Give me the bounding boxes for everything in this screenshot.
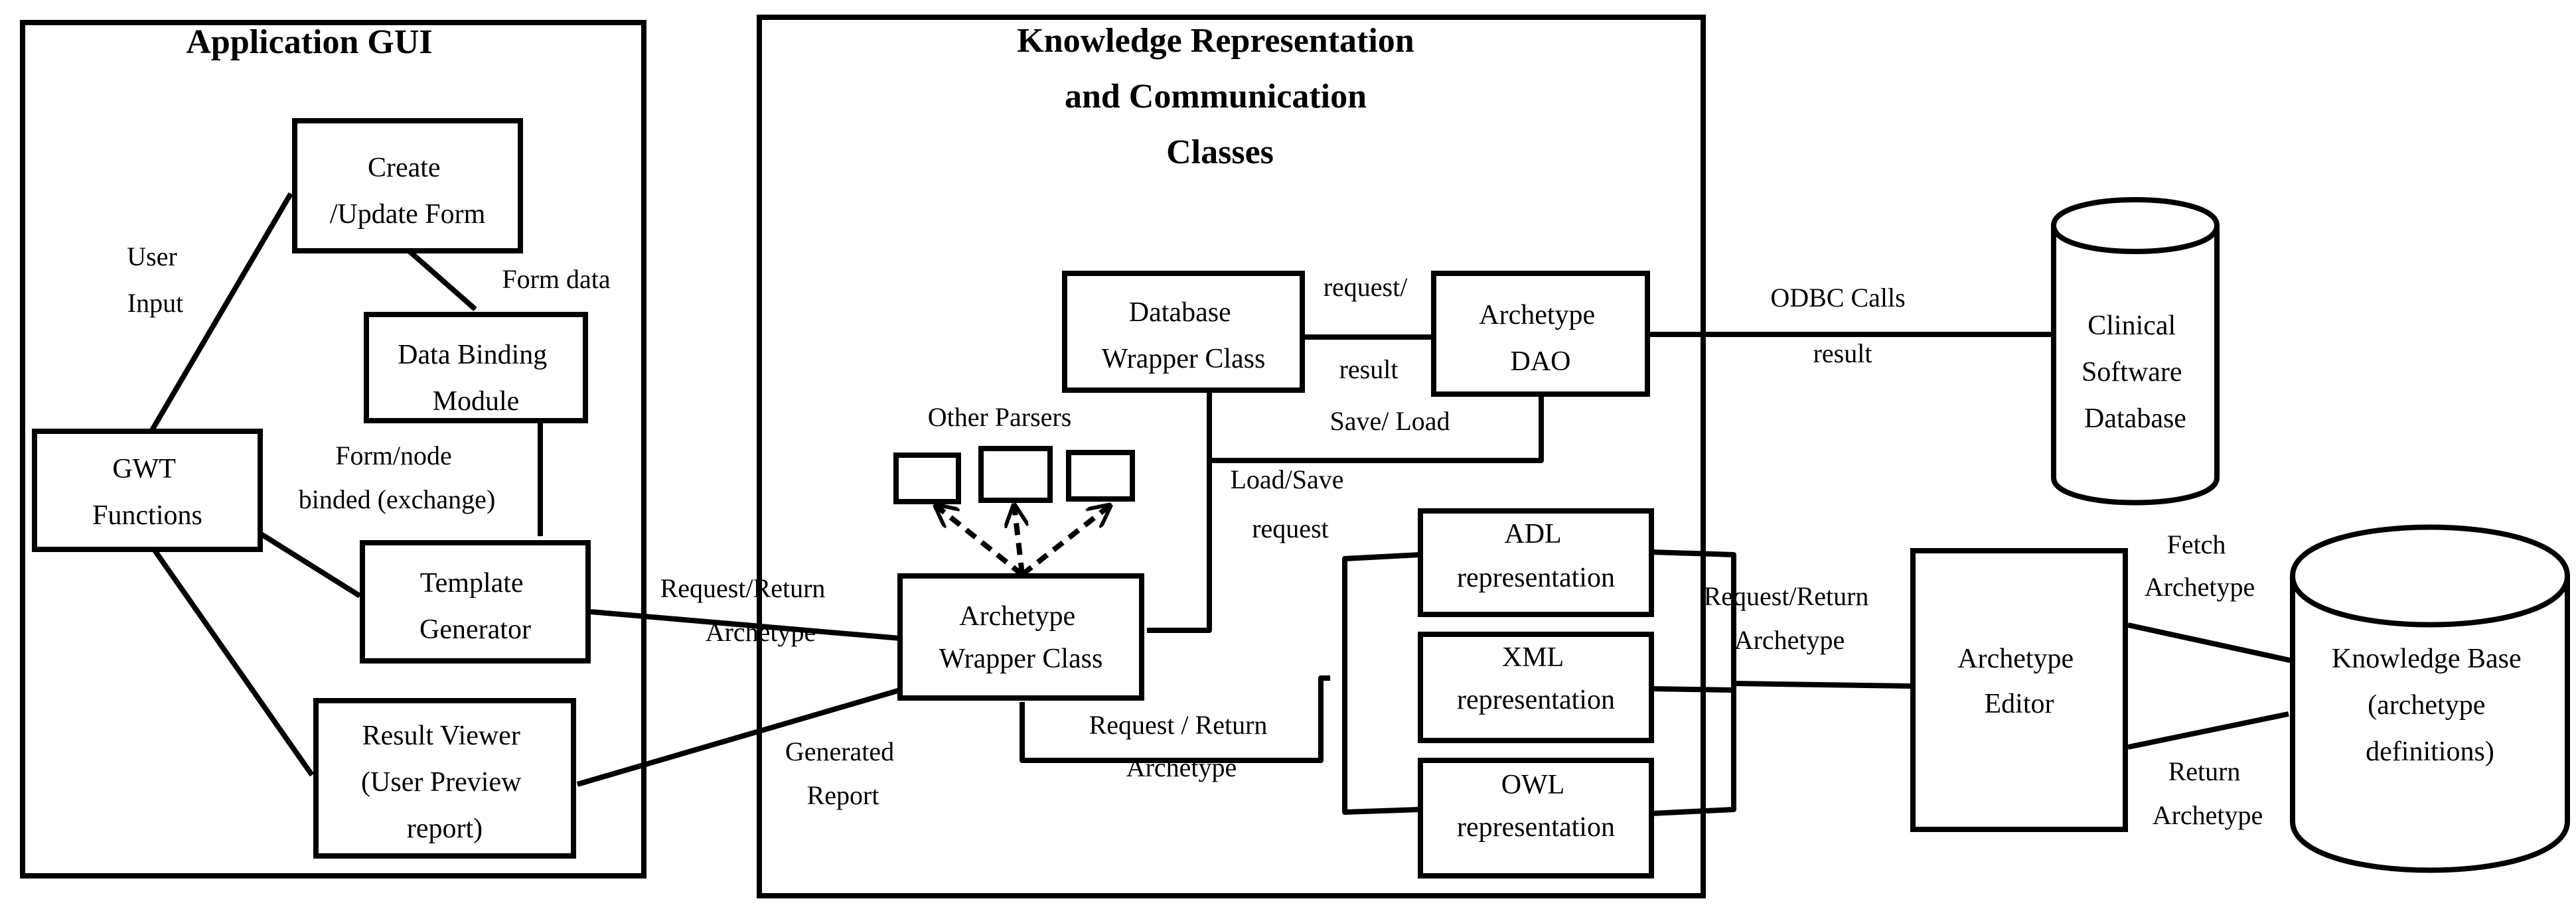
arrow-return-archetype xyxy=(2128,711,2289,750)
xml-representation-box xyxy=(1418,632,1654,743)
request-return-label-1: Request/Return Archetype xyxy=(660,573,832,647)
form-data-label: Form data xyxy=(502,264,611,294)
return-archetype-label: Return Archetype xyxy=(2153,756,2263,830)
adl-representation-box xyxy=(1418,508,1654,617)
archetype-dao-box xyxy=(1431,271,1650,397)
arrow-db-wrapper-archetype-wrapper xyxy=(1147,391,1212,633)
connectors xyxy=(149,192,2293,816)
arrow-wrapper-representations xyxy=(1020,675,1330,763)
create-update-form-label: Create /Update Form xyxy=(330,153,486,230)
arrow-parser-2 xyxy=(1014,506,1022,575)
form-node-label: Form/node binded (exchange) xyxy=(299,441,496,514)
request-return-label-3: Request/Return Archetype xyxy=(1704,581,1876,655)
template-generator-label: Template Generator xyxy=(419,568,531,645)
other-parsers-label: Other Parsers xyxy=(928,402,1072,432)
arrow-gwt-to-create-form xyxy=(149,192,293,433)
arrow-gwt-to-template xyxy=(258,531,362,598)
result-viewer-box xyxy=(313,698,576,859)
owl-representation-label: OWL representation xyxy=(1457,770,1615,843)
parser-box xyxy=(978,446,1053,503)
archetype-wrapper-box xyxy=(897,573,1144,701)
fetch-archetype-label: Fetch Archetype xyxy=(2145,529,2255,602)
arrow-parser-1 xyxy=(936,506,1024,577)
krc-panel-title: Knowledge Representation and Communicati… xyxy=(1017,22,1422,171)
owl-representation-box xyxy=(1418,758,1654,878)
arrow-representations-editor xyxy=(1734,681,1913,689)
generated-report-label: Generated Report xyxy=(785,737,901,810)
archetype-editor-box xyxy=(1910,548,2128,832)
gui-panel-title: Application GUI xyxy=(186,23,432,61)
template-generator-box xyxy=(360,540,591,664)
data-binding-label: Data Binding Module xyxy=(398,340,554,417)
request-result-label: request/ result xyxy=(1324,272,1414,384)
clinical-database xyxy=(2051,197,2220,506)
knowledge-base-label: Knowledge Base (archetype definitions) xyxy=(2332,644,2528,767)
database-wrapper-box xyxy=(1062,271,1305,393)
arrow-create-form-to-data-binding xyxy=(407,248,477,312)
knowledge-base-database xyxy=(2290,524,2570,873)
knowledge-representation-panel xyxy=(757,15,1706,898)
database-wrapper-label: Database Wrapper Class xyxy=(1102,297,1266,374)
archetype-dao-label: Archetype DAO xyxy=(1479,300,1602,377)
load-save-label: Load/Save request xyxy=(1230,464,1350,543)
application-gui-panel xyxy=(20,20,646,878)
xml-representation-label: XML representation xyxy=(1457,642,1615,715)
save-load-label: Save/ Load xyxy=(1329,406,1450,436)
clinical-database-label: Clinical Software Database xyxy=(2082,311,2189,434)
archetype-editor-label: Archetype Editor xyxy=(1957,644,2080,719)
arrow-save-load xyxy=(1209,395,1544,463)
create-update-form-box xyxy=(292,118,523,253)
parser-box xyxy=(1066,450,1135,502)
result-viewer-label: Result Viewer (User Preview report) xyxy=(361,721,528,844)
gwt-functions-box xyxy=(32,429,263,552)
user-input-label: User Input xyxy=(127,242,184,318)
adl-representation-label: ADL representation xyxy=(1457,519,1615,593)
arrow-generated-report xyxy=(577,687,901,787)
archetype-wrapper-label: Archetype Wrapper Class xyxy=(939,601,1103,674)
representation-link-xml xyxy=(1651,686,1734,693)
arrow-fetch-archetype xyxy=(2127,622,2293,664)
arrow-template-archetype-wrapper xyxy=(591,609,900,641)
data-binding-module-box xyxy=(364,312,588,423)
arrow-gwt-to-result-viewer xyxy=(151,547,315,777)
gwt-functions-label: GWT Functions xyxy=(92,454,202,531)
request-return-label-2: Request / Return Archetype xyxy=(1089,710,1274,782)
parser-box xyxy=(893,453,961,504)
arrow-parser-3 xyxy=(1020,506,1110,577)
representation-bracket-left xyxy=(1342,552,1421,815)
odbc-calls-label: ODBC Calls result xyxy=(1770,283,1912,368)
